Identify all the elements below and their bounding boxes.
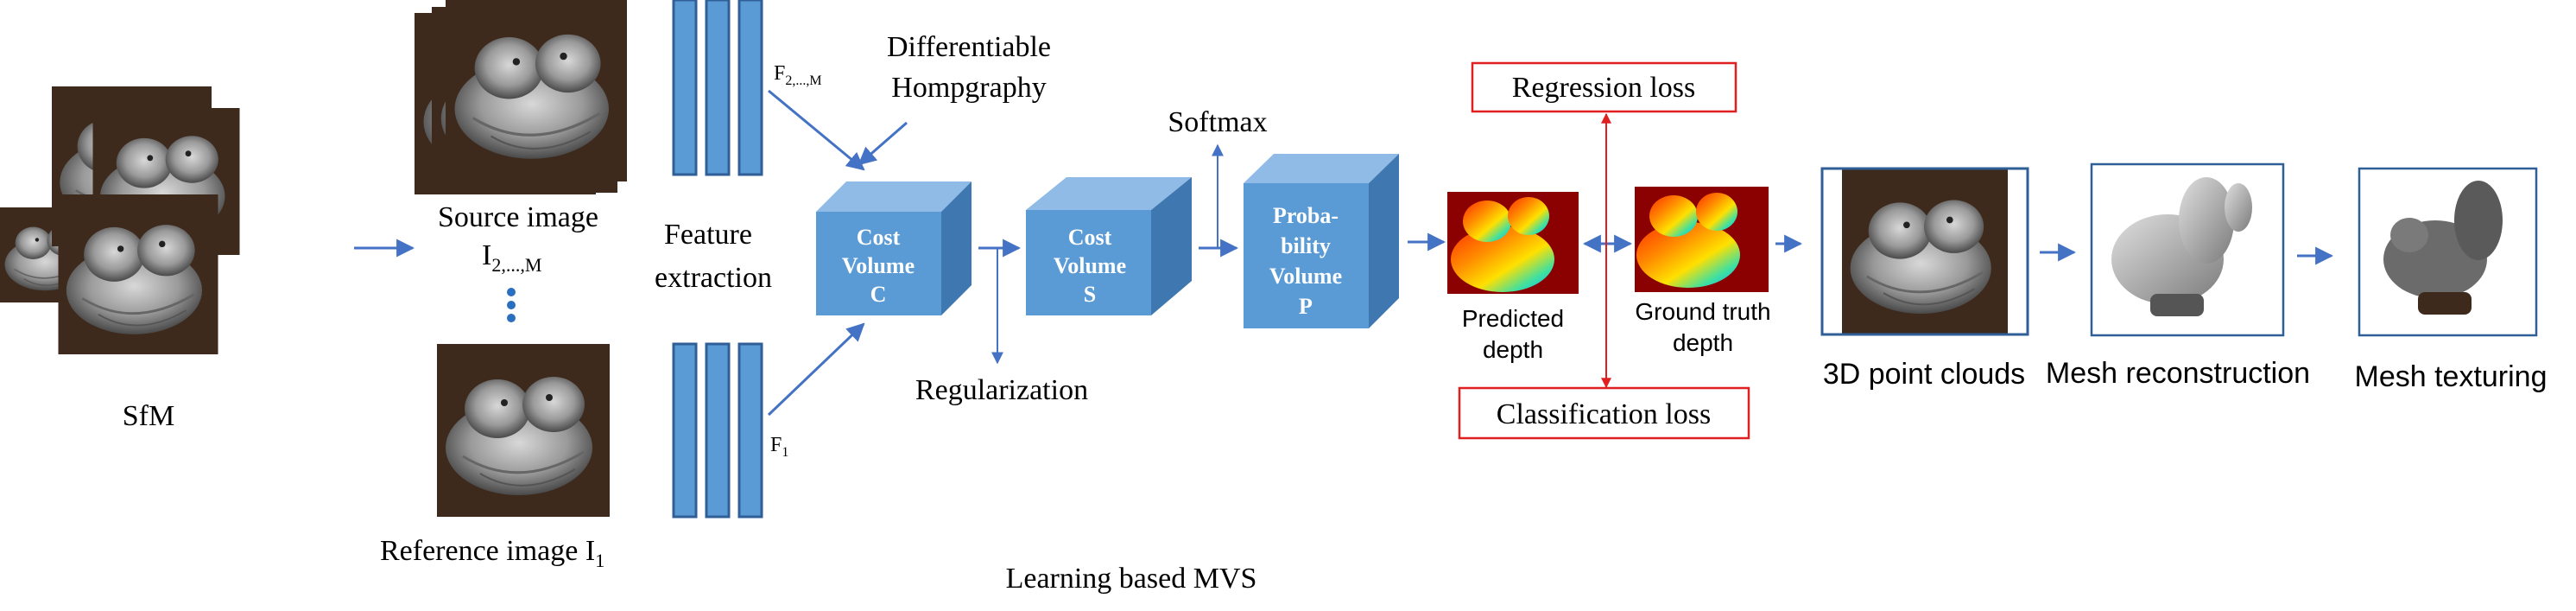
regression-loss-box [1471, 61, 1737, 113]
cost-volume-s-cube [1026, 177, 1192, 315]
prob-volume-line4: P [1299, 294, 1313, 319]
softmax-label: Softmax [1168, 106, 1267, 138]
homography-line2: Hompgraphy [891, 72, 1046, 104]
caption-learning-based-mvs: Learning based MVS [1006, 563, 1257, 595]
prob-volume-line1: Proba- [1273, 203, 1339, 228]
prob-volume-line2: bility [1281, 233, 1331, 258]
predicted-depth-line2: depth [1483, 336, 1543, 363]
feature-label-reference: F1 [770, 434, 788, 460]
feature-bars-reference [672, 342, 763, 519]
cost-volume-c-cube [816, 181, 972, 315]
feature-extraction-line2: extraction [655, 262, 772, 294]
predicted-depth-map [1447, 192, 1579, 294]
source-image-index: I2,...,M [482, 239, 541, 276]
regularization-label: Regularization [915, 374, 1088, 406]
ground-truth-depth-line2: depth [1673, 329, 1733, 356]
sfm-label: SfM [123, 400, 174, 432]
arrow-reference-features-to-cost-volume [767, 322, 865, 417]
point-cloud-image [1820, 167, 2029, 336]
predicted-depth-line1: Predicted [1462, 305, 1564, 332]
ground-truth-depth-map [1635, 187, 1769, 292]
probability-volume-cube [1244, 154, 1399, 328]
mesh-texturing-image [2358, 167, 2538, 337]
mesh-reconstruction-image [2090, 162, 2285, 337]
cost-volume-c-line2: Volume [842, 253, 915, 278]
cost-volume-s-line2: Volume [1054, 253, 1126, 278]
sfm-image-stack: SfM [0, 86, 241, 432]
cost-volume-s-line1: Cost [1068, 225, 1112, 250]
point-clouds-label: 3D point clouds [1823, 358, 2025, 391]
mesh-texturing-label: Mesh texturing [2355, 360, 2548, 393]
cost-volume-c-line3: C [870, 282, 887, 307]
ground-truth-depth-line1: Ground truth [1635, 298, 1770, 325]
homography-line1: Differentiable [887, 31, 1051, 63]
ellipsis-dots [507, 288, 516, 322]
cost-volume-s-line3: S [1084, 282, 1096, 307]
feature-label-source: F2,...,M [774, 62, 822, 88]
source-image-stack [415, 0, 629, 194]
prob-volume-line3: Volume [1269, 264, 1342, 289]
source-image-label: Source image [438, 201, 598, 233]
classification-loss-label: Classification loss [1497, 398, 1711, 430]
cost-volume-c-line1: Cost [857, 225, 901, 250]
mesh-reconstruction-label: Mesh reconstruction [2046, 357, 2310, 390]
reference-image [435, 344, 611, 517]
arrow-homography-to-cost-volume [858, 121, 908, 166]
feature-extraction-line1: Feature [664, 219, 752, 251]
feature-bars-source [672, 0, 763, 176]
regression-loss-label: Regression loss [1512, 72, 1696, 104]
arrow-source-features-to-cost-volume [768, 89, 865, 171]
reference-image-label: Reference image I1 [380, 535, 604, 571]
classification-loss-box [1458, 386, 1750, 440]
